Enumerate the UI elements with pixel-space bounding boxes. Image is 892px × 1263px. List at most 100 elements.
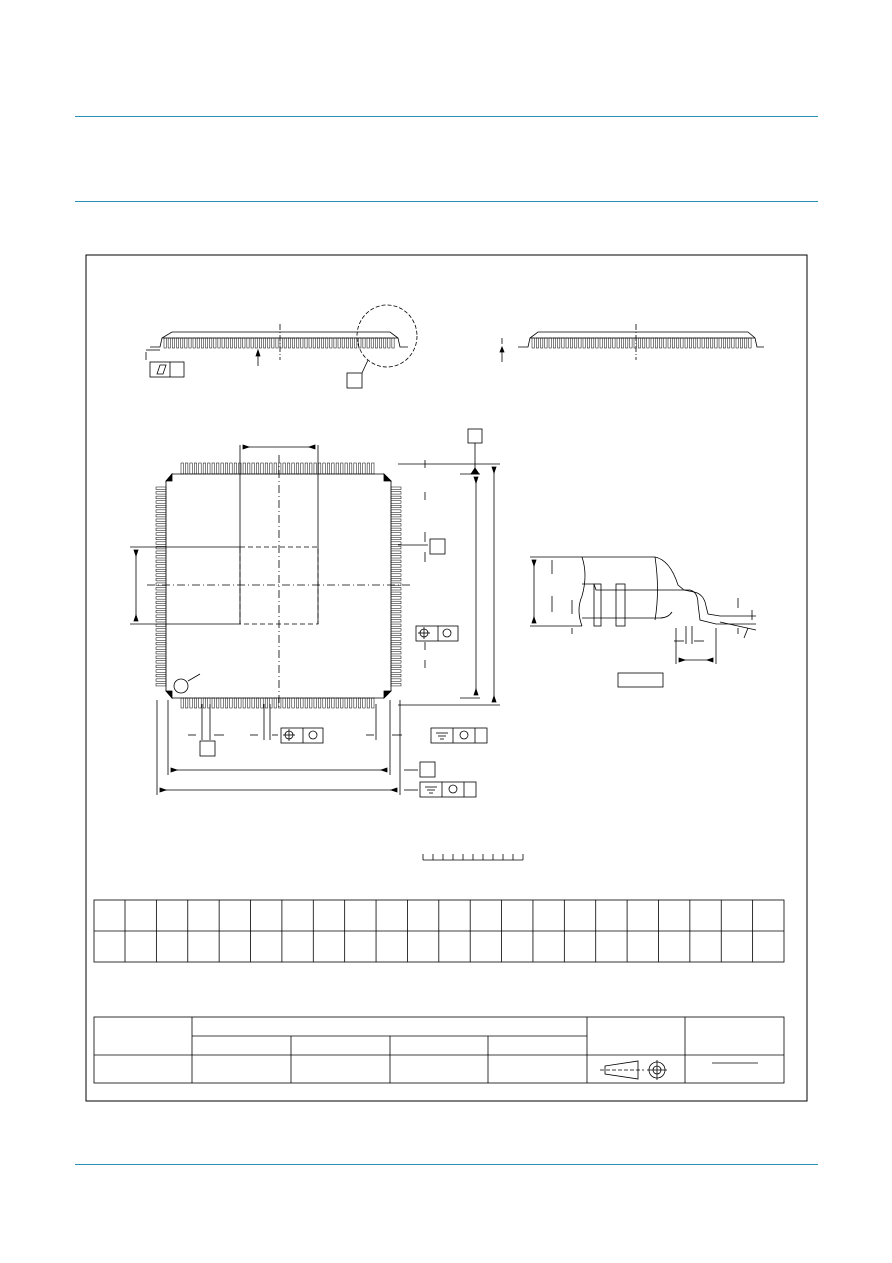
- lead: [155, 546, 167, 550]
- lead: [390, 587, 402, 591]
- lead: [194, 697, 197, 709]
- lead: [390, 646, 402, 650]
- lead: [331, 462, 335, 475]
- lead: [207, 462, 211, 475]
- lead: [706, 337, 709, 349]
- lead: [251, 697, 255, 709]
- lead: [238, 697, 242, 709]
- lead: [155, 555, 167, 559]
- lead: [689, 337, 692, 349]
- lead: [155, 605, 167, 609]
- lead: [155, 537, 167, 541]
- lead: [242, 462, 246, 475]
- lead: [313, 697, 317, 709]
- lead: [676, 337, 680, 349]
- lead: [697, 337, 701, 349]
- lead: [390, 537, 402, 541]
- lead: [672, 337, 675, 349]
- lead: [358, 697, 361, 709]
- lead: [202, 462, 206, 475]
- lead: [723, 337, 726, 349]
- lead: [680, 337, 684, 349]
- lead: [211, 462, 215, 475]
- lead: [366, 337, 370, 349]
- lead: [185, 462, 189, 475]
- lead: [308, 337, 312, 349]
- lead: [172, 337, 175, 349]
- lead: [561, 337, 565, 349]
- lead: [229, 697, 233, 709]
- lead: [189, 462, 193, 475]
- lead: [390, 623, 402, 627]
- lead: [616, 337, 620, 349]
- lead: [391, 337, 395, 349]
- lead: [205, 337, 208, 349]
- lead: [718, 337, 722, 349]
- lead: [256, 462, 260, 475]
- lead: [155, 623, 167, 627]
- lead: [748, 337, 752, 349]
- lead: [642, 337, 646, 349]
- lead: [155, 600, 167, 604]
- lead: [362, 462, 366, 475]
- lead: [155, 678, 167, 682]
- lead: [180, 337, 184, 349]
- lead: [155, 637, 167, 641]
- detail-x-view: [530, 556, 757, 688]
- lead: [155, 614, 167, 618]
- lead: [701, 337, 705, 349]
- lead: [638, 337, 641, 349]
- lead: [246, 337, 250, 349]
- lead: [390, 518, 402, 522]
- lead: [309, 462, 313, 475]
- lead: [233, 697, 237, 709]
- lead: [225, 337, 229, 349]
- lead: [362, 337, 366, 349]
- lead: [727, 337, 731, 349]
- lead: [536, 337, 539, 349]
- lead: [578, 337, 582, 349]
- lead: [155, 674, 167, 678]
- lead: [196, 337, 200, 349]
- lead: [273, 462, 277, 475]
- lead: [247, 697, 251, 709]
- lead: [291, 462, 295, 475]
- lead: [595, 337, 599, 349]
- lead: [296, 337, 300, 349]
- lead: [379, 337, 382, 349]
- lead: [531, 337, 535, 349]
- lead: [390, 669, 402, 673]
- position-tolerance-frame-bottom: [280, 727, 324, 744]
- datum-c-box: [419, 761, 436, 778]
- lead: [230, 337, 233, 349]
- lead: [287, 697, 291, 709]
- lead: [185, 697, 189, 709]
- lead: [292, 337, 295, 349]
- lead: [201, 337, 204, 349]
- lead: [313, 462, 317, 475]
- lead: [390, 527, 402, 531]
- lead: [663, 337, 667, 349]
- coplanarity-frame: [149, 361, 185, 378]
- lead: [163, 337, 167, 349]
- position-tolerance-frame-right: [415, 625, 459, 642]
- lead: [264, 697, 268, 709]
- flatness-frame-lower: [419, 781, 477, 798]
- lead: [184, 337, 188, 349]
- lead: [390, 605, 402, 609]
- lead: [608, 337, 612, 349]
- lead: [390, 660, 402, 664]
- lead: [155, 683, 167, 687]
- lead: [354, 337, 358, 349]
- lead: [340, 462, 344, 475]
- lead: [353, 697, 357, 709]
- lead: [612, 337, 616, 349]
- lead: [390, 573, 402, 577]
- lead: [629, 337, 633, 349]
- lead: [604, 337, 607, 349]
- lead: [217, 337, 221, 349]
- lead: [331, 697, 335, 709]
- side-view-right: [499, 324, 764, 362]
- lead: [155, 591, 167, 595]
- lead: [291, 697, 295, 709]
